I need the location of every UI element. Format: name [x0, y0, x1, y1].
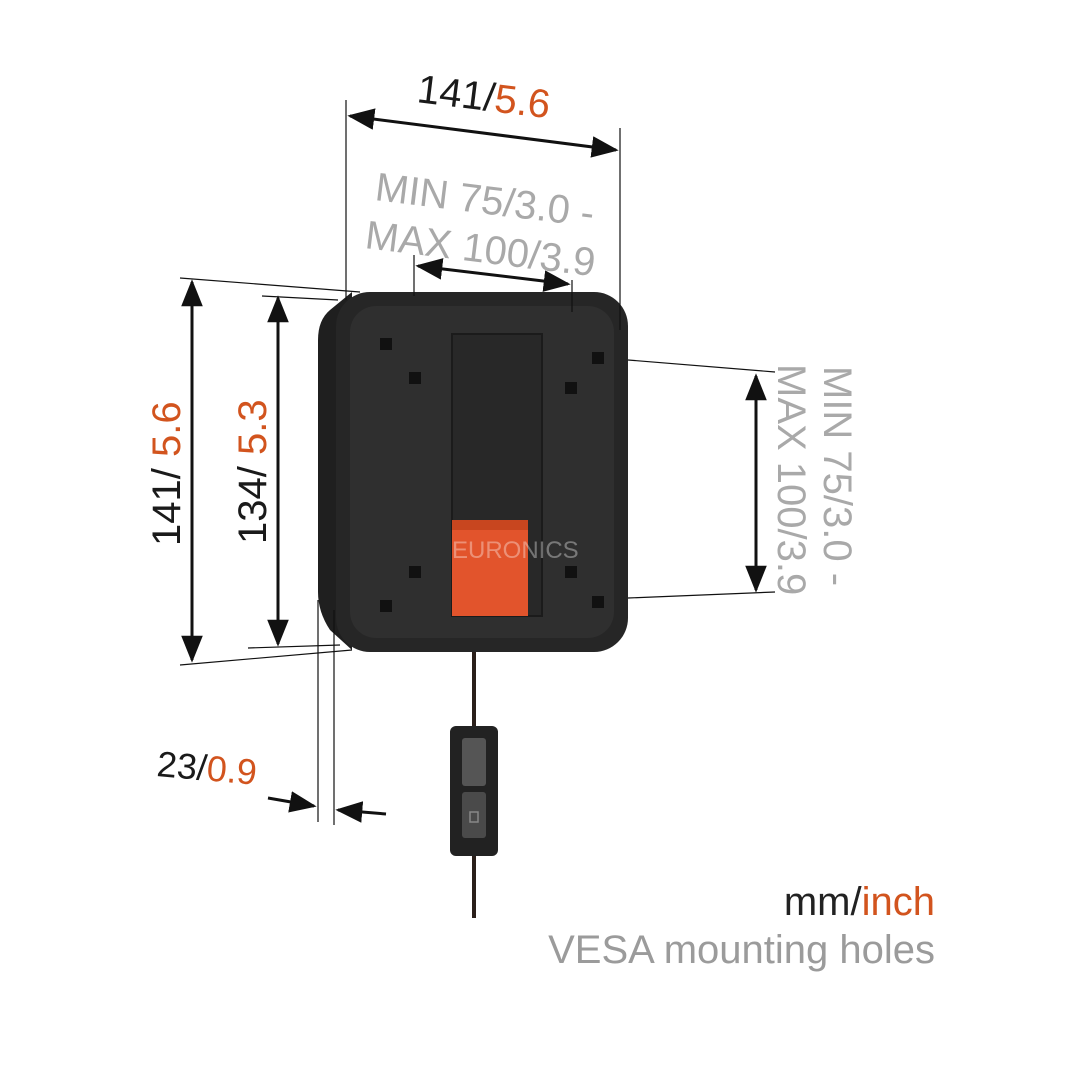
inner-height-inch: 5.3: [231, 399, 275, 455]
legend-unit-mm: mm/: [783, 880, 862, 924]
watermark: EURONICS: [452, 537, 579, 564]
extension-lines: [179, 100, 776, 825]
outer-height-label: 141/ 5.6: [145, 401, 189, 546]
cord-handle: [450, 726, 498, 856]
inner-height-label: 134/ 5.3: [231, 399, 275, 544]
top-width-label: 141/5.6: [415, 67, 553, 127]
vesa-vertical-line1: MIN 75/3.0 -: [815, 366, 859, 586]
outer-height-mm: 141: [145, 479, 189, 546]
top-width-inch: 5.6: [492, 77, 553, 127]
depth-label: 23/0.9: [155, 743, 258, 793]
vesa-hole: [565, 566, 577, 578]
vesa-hole: [592, 352, 604, 364]
mount-plate: [318, 292, 628, 918]
legend-vesa-note: VESA mounting holes: [548, 928, 935, 972]
release-tab: [452, 520, 528, 616]
dimension-arrows: [181, 108, 767, 823]
vesa-vertical-line2: MAX 100/3.9: [769, 364, 813, 595]
vesa-hole: [565, 382, 577, 394]
depth-inch: 0.9: [205, 747, 258, 792]
inner-height-mm: 134: [231, 477, 275, 544]
legend-unit-inch: inch: [861, 880, 935, 924]
legend-units: mm/inch: [784, 880, 935, 925]
vesa-hole: [592, 596, 604, 608]
vesa-hole: [380, 338, 392, 350]
depth-mm: 23: [155, 743, 198, 787]
top-width-arrow: [347, 108, 619, 158]
vesa-horizontal-arrow: [415, 258, 571, 292]
outer-height-inch: 5.6: [145, 401, 189, 457]
vesa-hole: [380, 600, 392, 612]
depth-arrow-right: [335, 801, 387, 823]
vesa-hole: [409, 372, 421, 384]
top-width-mm: 141: [415, 67, 487, 119]
depth-arrow-left: [267, 791, 317, 813]
vesa-hole: [409, 566, 421, 578]
